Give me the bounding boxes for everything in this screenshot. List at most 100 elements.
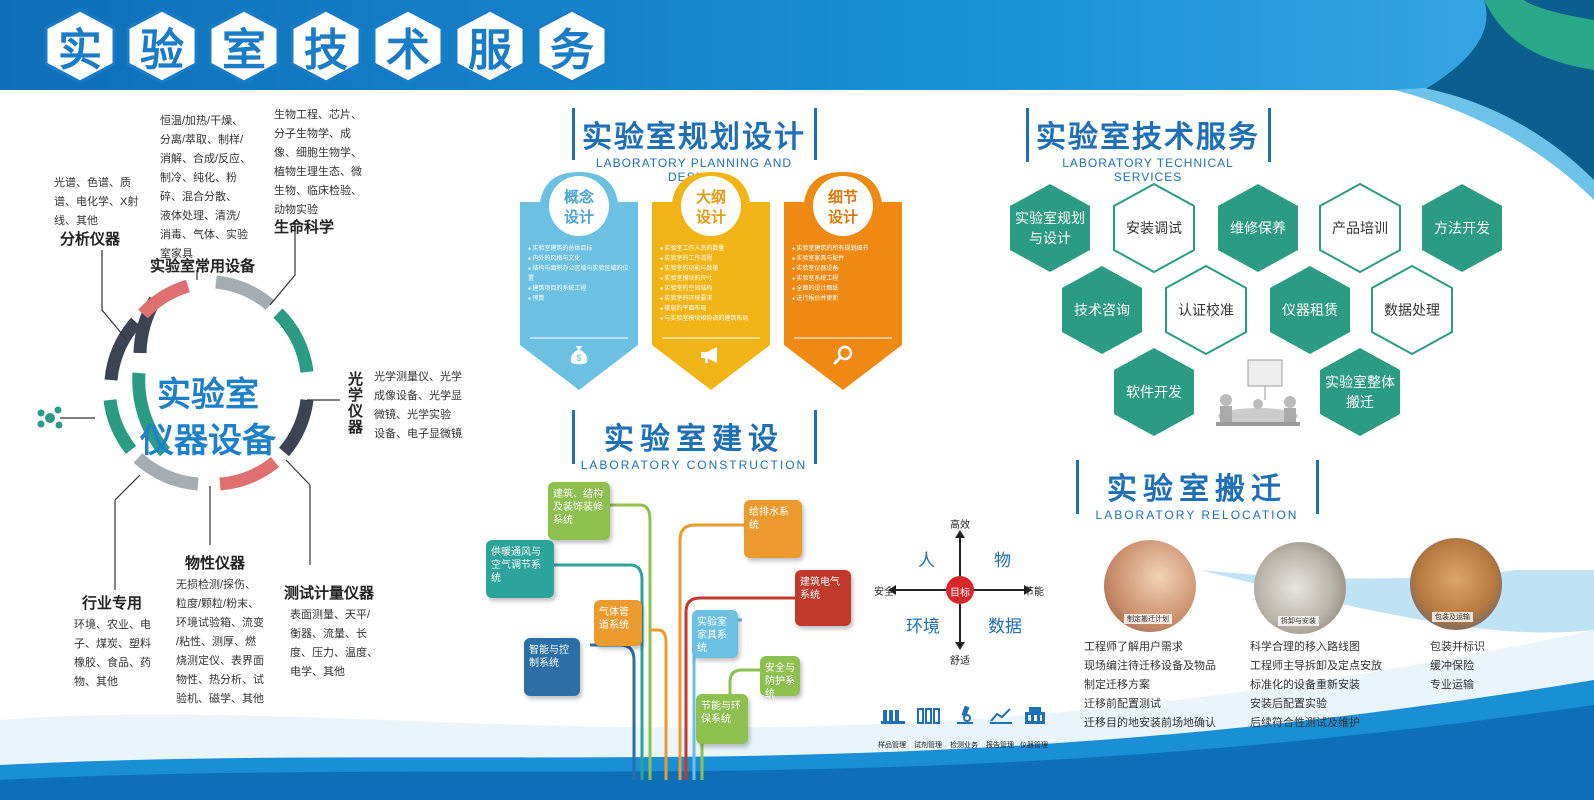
card-item-list: 实验室工作人员的数量实验室的工作流程实验室的功能与数量实验室模块的尺寸实验室的空… [660, 244, 766, 324]
service-hex: 数据处理 [1366, 264, 1458, 356]
text-line: 子、煤炭、塑料 [74, 638, 151, 650]
magnifier-icon [832, 345, 853, 366]
ring-center-title: 实验室 仪器设备 [118, 372, 298, 464]
service-hex: 方法开发 [1416, 182, 1508, 274]
list-item: 实验室系统工程 [792, 274, 898, 284]
service-hex: 实验室规划与设计 [1004, 182, 1096, 274]
divider [572, 410, 575, 464]
construction-title-en: LABORATORY CONSTRUCTION [580, 458, 808, 472]
planning-title-cn: 实验室规划设计 [582, 120, 806, 155]
lab-furniture-box: 实验室家具系统 [692, 610, 738, 658]
relocation-section-title: 实验室搬迁 LABORATORY RELOCATION [1082, 464, 1312, 522]
list-item: 实验室的环境要求 [660, 294, 766, 304]
analysis-text: 光谱、色谱、质谱、电化学、X射线、其他 [54, 174, 144, 231]
text-line: 成像设备、光学显 [374, 390, 462, 402]
service-hex: 维修保养 [1212, 182, 1304, 274]
svg-text:$: $ [576, 353, 581, 363]
text-line: 制定迁移方案 [1084, 679, 1150, 691]
list-item: 实验室建筑的总体目标 [528, 244, 634, 254]
axis-right-label: 节能 [1024, 587, 1044, 598]
service-hex-label: 实验室规划与设计 [1015, 210, 1085, 246]
text-line: 缓冲保险 [1430, 660, 1474, 672]
money-bag-icon: $ [570, 346, 588, 365]
construction-section-title: 实验室建设 LABORATORY CONSTRUCTION [578, 414, 810, 472]
text-line: 生物工程、芯片、 [274, 109, 362, 121]
relocation-steps-col2: 科学合理的移入路线图工程师主导拆卸及定点安放标准化的设备重新安装安装后配置实验后… [1250, 638, 1410, 733]
goal-axis-diagram [888, 530, 1032, 650]
life-science-title: 生命科学 [274, 219, 335, 236]
instrument-ring-diagram [60, 220, 340, 590]
tool-label: 样品管理 [878, 742, 906, 749]
text-line: 包装并标识 [1430, 641, 1485, 653]
text-line: 微镜、光学实验 [374, 409, 451, 421]
tech-title-cn: 实验室技术服务 [1036, 120, 1260, 155]
text-line: 工程师了解用户需求 [1084, 641, 1183, 653]
text-line: 科学合理的移入路线图 [1250, 641, 1360, 653]
banner-wave-decoration [1334, 0, 1594, 200]
divider [1316, 460, 1319, 514]
list-item: 实验室的工作流程 [660, 254, 766, 264]
service-hex-label: 数据处理 [1384, 302, 1440, 318]
list-item: 内外的风格与文化 [528, 254, 634, 264]
card-item-list: 实验室建筑的总体目标内外的风格与文化结构与面积办公区域与实验区域的位置建筑项目的… [528, 244, 634, 304]
quadrant-label: 人 [918, 551, 935, 570]
construction-title-cn: 实验室建设 [604, 422, 784, 457]
text-line: 无损检测/探伤、 [176, 579, 257, 591]
text-line: 分离/萃取、制样/ [160, 134, 244, 146]
text-line: 橡胶、食品、药 [74, 657, 151, 669]
text-line: 迁移目的地安装前场地确认 [1084, 717, 1216, 729]
service-hex-label: 实验室整体搬迁 [1325, 374, 1395, 410]
photo-caption: 拆卸与安装 [1278, 616, 1319, 626]
title-char: 术 [370, 8, 446, 84]
optical-text: 光学测量仪、光学成像设备、光学显微镜、光学实验设备、电子显微镜 [374, 368, 474, 444]
list-item: 实验室模块的尺寸 [660, 274, 766, 284]
photo-caption: 包装及运输 [1432, 612, 1473, 622]
text-line: 粒度/颗粒/粉末、 [176, 598, 260, 610]
text-line: 后续符合性测试及维护 [1250, 717, 1360, 729]
title-char: 验 [124, 8, 200, 84]
text-line: 迁移前配置测试 [1084, 698, 1161, 710]
text-line: 恒温/加热/干燥、 [160, 115, 244, 127]
service-hex: 技术咨询 [1056, 264, 1148, 356]
quadrant-label: 物 [994, 551, 1011, 570]
divider [1026, 108, 1029, 162]
service-hex: 安装调试 [1108, 182, 1200, 274]
text-line: 环境试验箱、流变 [176, 617, 264, 629]
building-structure-box: 建筑、结构及装饰装修系统 [548, 482, 610, 540]
text-line: 室家具 [160, 248, 193, 260]
text-line: 像、细胞生物学、 [274, 147, 362, 159]
tech-services-section-title: 实验室技术服务 LABORATORY TECHNICAL SERVICES [1032, 112, 1264, 184]
service-hex-label: 安装调试 [1126, 220, 1182, 236]
tool-label: 试剂管理 [914, 742, 942, 749]
title-char: 实 [42, 8, 118, 84]
instrument-management-icon [1020, 706, 1050, 729]
text-line: 衡器、流量、长 [290, 628, 367, 640]
card-title: 概念设计 [520, 188, 638, 228]
text-line: 标准化的设备重新安装 [1250, 679, 1360, 691]
energy-saving-box: 节能与环保系统 [696, 694, 748, 744]
text-line: 物性、热分析、试 [176, 674, 264, 686]
card-title-line: 设计 [695, 209, 726, 226]
text-line: 消解、合成/反应、 [160, 153, 252, 165]
text-line: 度、压力、温度、 [290, 647, 378, 659]
measurement-title: 测试计量仪器 [284, 585, 375, 602]
text-line: 制冷、纯化、粉 [160, 172, 237, 184]
divider [1076, 460, 1079, 514]
list-item: 实验室工作人员的数量 [660, 244, 766, 254]
axis-left-label: 安全 [874, 587, 894, 598]
building-electrical-box: 建筑电气系统 [795, 570, 851, 626]
service-hex: 软件开发 [1108, 346, 1200, 438]
quadrant-label: 环境 [906, 617, 940, 636]
service-hex-label: 软件开发 [1126, 384, 1182, 400]
divider [1268, 108, 1271, 162]
text-line: 消毒、气体、实验 [160, 229, 248, 241]
text-line: 碎、混合分散、 [160, 191, 237, 203]
service-hex-label: 方法开发 [1434, 220, 1490, 236]
card-title: 大纲设计 [652, 188, 770, 228]
card-title-line: 设计 [827, 209, 858, 226]
optical-title: 光学仪器 [348, 372, 364, 436]
physical-title: 物性仪器 [185, 555, 246, 572]
industry-title: 行业专用 [82, 595, 143, 612]
